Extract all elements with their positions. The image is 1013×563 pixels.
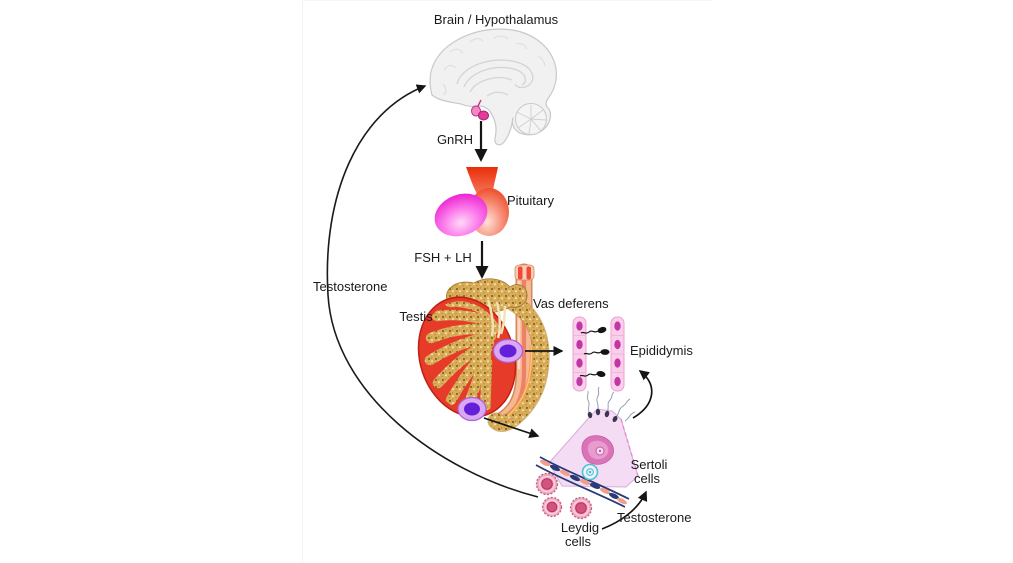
leydig-label-line1: Leydig: [561, 520, 599, 535]
fsh-lh-label: FSH + LH: [414, 250, 471, 265]
epididymis-label: Epididymis: [630, 343, 693, 358]
arrow-testosterone-to-sertoli: [601, 490, 648, 530]
sertoli-cell-illustration: [535, 386, 639, 508]
rete-testis-strands: [486, 299, 507, 339]
sertoli-nucleus: [581, 435, 614, 465]
brain-illustration: [429, 28, 557, 146]
leydig-label-line2: cells: [565, 534, 592, 549]
sertoli-label-line1: Sertoli: [631, 457, 668, 472]
pituitary-illustration: [434, 167, 509, 237]
pituitary-label: Pituitary: [507, 193, 554, 208]
arrow-testis-to-sertoli: [483, 417, 540, 439]
leydig-cells-illustration: [535, 472, 593, 520]
brain-inner-structures: [456, 59, 534, 97]
leydig-cell: [541, 496, 563, 518]
sperm-callout-cell-upper: [492, 338, 524, 364]
sertoli-label-line2: cells: [634, 471, 661, 486]
testis-illustration: [417, 296, 517, 418]
leydig-cell: [569, 496, 593, 520]
spermatid-tails: [586, 386, 636, 422]
sperm-cells: [579, 326, 610, 378]
sperm-icon: [580, 326, 607, 334]
leydig-cell: [535, 472, 559, 496]
vas-deferens-label: Vas deferens: [533, 296, 609, 311]
cerebellum: [515, 103, 547, 135]
spermatid-heads: [587, 408, 618, 423]
epididymis-duct-wall-right: [610, 316, 625, 392]
testis-label: Testis: [399, 309, 433, 324]
gnrh-label: GnRH: [437, 132, 473, 147]
sperm-icon: [579, 370, 606, 378]
myoid-cells: [539, 459, 627, 505]
testosterone-feedback-label: Testosterone: [313, 279, 387, 294]
testosterone-feedback-arrow: [326, 84, 539, 498]
pituitary-in-brain: [471, 99, 489, 121]
brain-gyri: [442, 35, 546, 96]
spermatogonium-cell: [581, 463, 599, 481]
sperm-icon: [583, 349, 610, 355]
basement-membrane: [535, 456, 630, 508]
epididymis-closeup: [572, 316, 625, 392]
sperm-callout-cell-lower: [457, 396, 487, 422]
arrow-sertoli-to-epididymis: [632, 370, 653, 419]
brain-label: Brain / Hypothalamus: [434, 12, 559, 27]
testosterone-local-label: Testosterone: [617, 510, 691, 525]
